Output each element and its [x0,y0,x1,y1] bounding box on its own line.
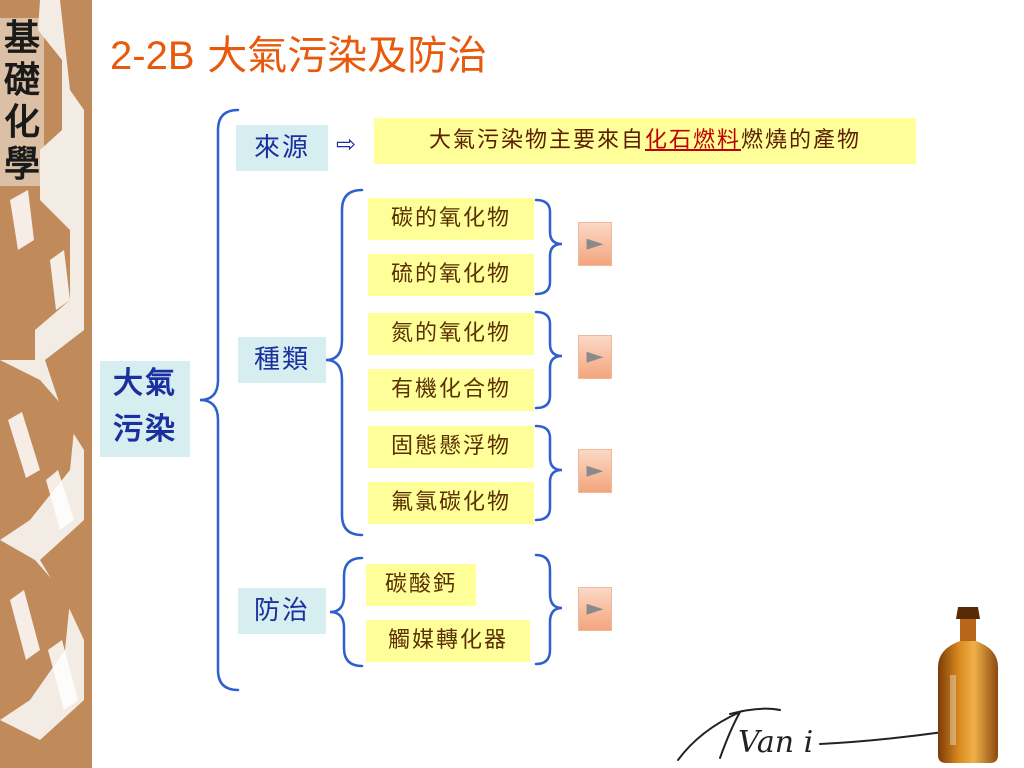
main-topic-label: 大氣 污染 [100,361,190,457]
pollutant-item: 氟氯碳化物 [368,482,534,524]
bottle-icon [938,607,998,763]
play-button[interactable]: ► [578,587,612,631]
group3-right-brace [534,424,563,522]
main-left-brace [199,108,240,692]
source-description: 大氣污染物主要來自化石燃料燃燒的產物 [374,118,916,164]
group2-right-brace [534,310,563,410]
category-source: 來源 [236,125,328,171]
signature-text: Van i [738,725,813,760]
sidebar-title-char: 基 [0,18,44,60]
control-left-brace [329,556,364,668]
pollutant-item: 固態懸浮物 [368,426,534,468]
main-topic-line: 大氣 [113,366,177,401]
sidebar-title-char: 學 [0,144,44,186]
group1-right-brace [534,198,563,296]
pollutant-item: 氮的氧化物 [368,313,534,355]
source-highlight: 化石燃料 [644,128,741,153]
types-left-brace [325,188,364,537]
play-button[interactable]: ► [578,335,612,379]
section-title: 大氣污染及防治 [207,33,488,79]
section-code: 2-2B [110,34,195,78]
sidebar-title-char: 礎 [0,60,44,102]
main-topic-line: 污染 [113,412,177,447]
pollutant-item: 有機化合物 [368,369,534,411]
category-types: 種類 [238,337,326,383]
sidebar-title-char: 化 [0,102,44,144]
control-item: 碳酸鈣 [366,564,476,606]
right-arrow-icon: ⇨ [336,130,357,158]
bottle-pattern-decoration [0,0,92,768]
play-button[interactable]: ► [578,449,612,493]
source-text-before: 大氣污染物主要來自 [428,128,645,153]
pollutant-item: 碳的氧化物 [368,198,534,240]
control-item: 觸媒轉化器 [366,620,530,662]
page-title: 2-2B 大氣污染及防治 [110,30,487,82]
play-button[interactable]: ► [578,222,612,266]
pollutant-item: 硫的氧化物 [368,254,534,296]
source-text-after: 燃燒的產物 [741,128,862,153]
sidebar: 基 礎 化 學 [0,0,92,768]
control-right-brace [534,553,563,666]
sidebar-title: 基 礎 化 學 [0,18,44,186]
category-control: 防治 [238,588,326,634]
